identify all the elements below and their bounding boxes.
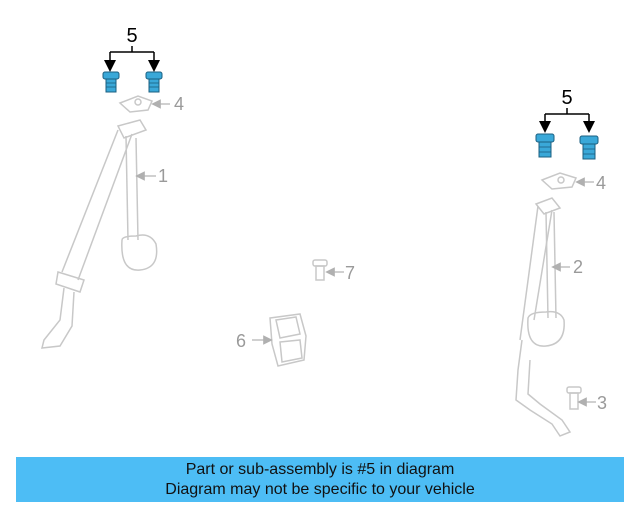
center-callout-6-number: 6 [236,331,246,351]
right-callout-3: 3 [577,393,607,413]
right-callout-4-number: 4 [596,173,606,193]
center-callout-7: 7 [325,263,355,283]
left-callout-1: 1 [135,166,168,186]
banner-line-2: Diagram may not be specific to your vehi… [165,481,475,498]
right-bolt-b[interactable] [579,135,599,160]
center-bolt-7 [312,259,328,281]
center-callout-6: 6 [236,331,273,351]
right-callout-5: 5 [539,87,595,133]
right-bolt-3 [566,386,582,410]
right-belt-assembly [515,197,572,437]
left-callout-4-number: 4 [174,94,184,114]
left-bolt-b[interactable] [145,71,163,93]
right-callout-2-number: 2 [573,257,583,277]
right-callout-5-number: 5 [561,87,572,109]
right-callout-3-number: 3 [597,393,607,413]
left-callout-1-number: 1 [158,166,168,186]
center-buckle-6 [269,313,307,367]
left-callout-5-number: 5 [126,25,137,47]
right-callout-4: 4 [575,173,606,193]
left-callout-4: 4 [151,94,184,114]
right-callout-2: 2 [551,257,583,277]
center-callout-7-number: 7 [345,263,355,283]
right-bolt-a[interactable] [535,133,555,158]
right-anchor-plate [540,172,578,190]
left-anchor-plate [118,95,154,113]
info-banner: Part or sub-assembly is #5 in diagram Di… [16,457,624,502]
banner-line-1: Part or sub-assembly is #5 in diagram [185,461,455,478]
left-belt-assembly [41,119,158,349]
left-callout-5: 5 [104,25,160,72]
left-bolt-a[interactable] [102,71,120,93]
